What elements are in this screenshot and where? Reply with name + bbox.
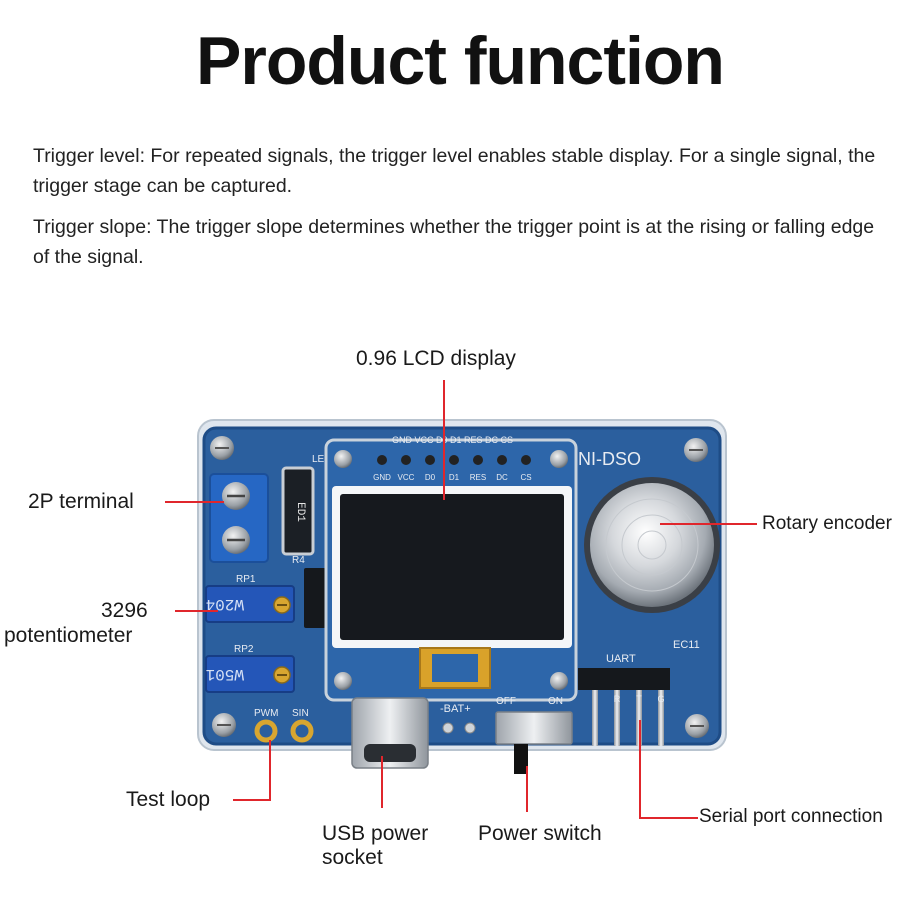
resistor-label: R4 [292,555,305,566]
pin-d1: D1 [449,473,460,482]
pwm-label: PWM [254,708,278,719]
off-label: OFF [496,696,516,707]
pin-d0: D0 [425,473,436,482]
potentiometer-rp2: RP2 W501 [205,644,295,693]
on-label: ON [548,696,563,707]
uart-pin-r: R [614,694,621,704]
pin-dc: DC [496,473,508,482]
pin-res: RES [470,473,486,482]
uart-pin-t: T [636,694,642,704]
power-switch-callout: Power switch [478,822,602,845]
test-loop-callout: Test loop [126,788,211,811]
sin-label: SIN [292,708,309,719]
svg-text:RP1: RP1 [236,574,256,585]
encoder-callout: Rotary encoder [762,513,892,534]
uart-label: UART [606,653,636,665]
lcd-display-callout: 0.96 LCD display [356,347,516,370]
resistor [281,466,315,556]
potentiometer-rp1: RP1 W204 [205,574,295,623]
pot2-code: W501 [206,665,244,683]
usb-callout-line2: socket [322,846,383,869]
svg-text:RP2: RP2 [234,644,254,655]
oled-screen [340,494,564,640]
header-top-label: GND VCC D0 D1 RES DC CS [392,435,513,445]
corner-screw-icon [210,436,709,738]
battery-label: -BAT+ [440,703,471,715]
trigger-slope-paragraph: Trigger slope: The trigger slope determi… [33,216,875,268]
potentiometer-callout-line2: potentiometer [4,624,133,647]
page-title: Product function [196,23,725,99]
usb-callout-line1: USB power [322,822,429,845]
rotary-encoder-knob-icon [584,477,720,613]
terminal-callout: 2P terminal [28,490,134,513]
power-switch-icon [495,711,573,774]
usb-socket-icon [351,697,429,769]
serial-port-callout: Serial port connection [699,806,883,827]
test-loop-icon [254,719,314,743]
resistor-code: ED1 [294,502,306,522]
terminal-block [209,473,269,563]
pin-gnd: GND [373,473,391,482]
oled-header-pins [377,455,531,465]
uart-header [578,668,670,746]
pot1-code: W204 [206,595,244,613]
encoder-label: EC11 [673,639,700,651]
brand-label: NI-DSO [578,449,641,469]
potentiometer-callout-line1: 3296 [101,599,148,622]
callout-lines [165,380,757,819]
pin-cs: CS [520,473,531,482]
uart-pin-g: G [657,694,664,704]
pin-vcc: VCC [398,473,415,482]
trigger-level-paragraph: Trigger level: For repeated signals, the… [33,145,876,197]
led-label: LED [312,454,331,465]
